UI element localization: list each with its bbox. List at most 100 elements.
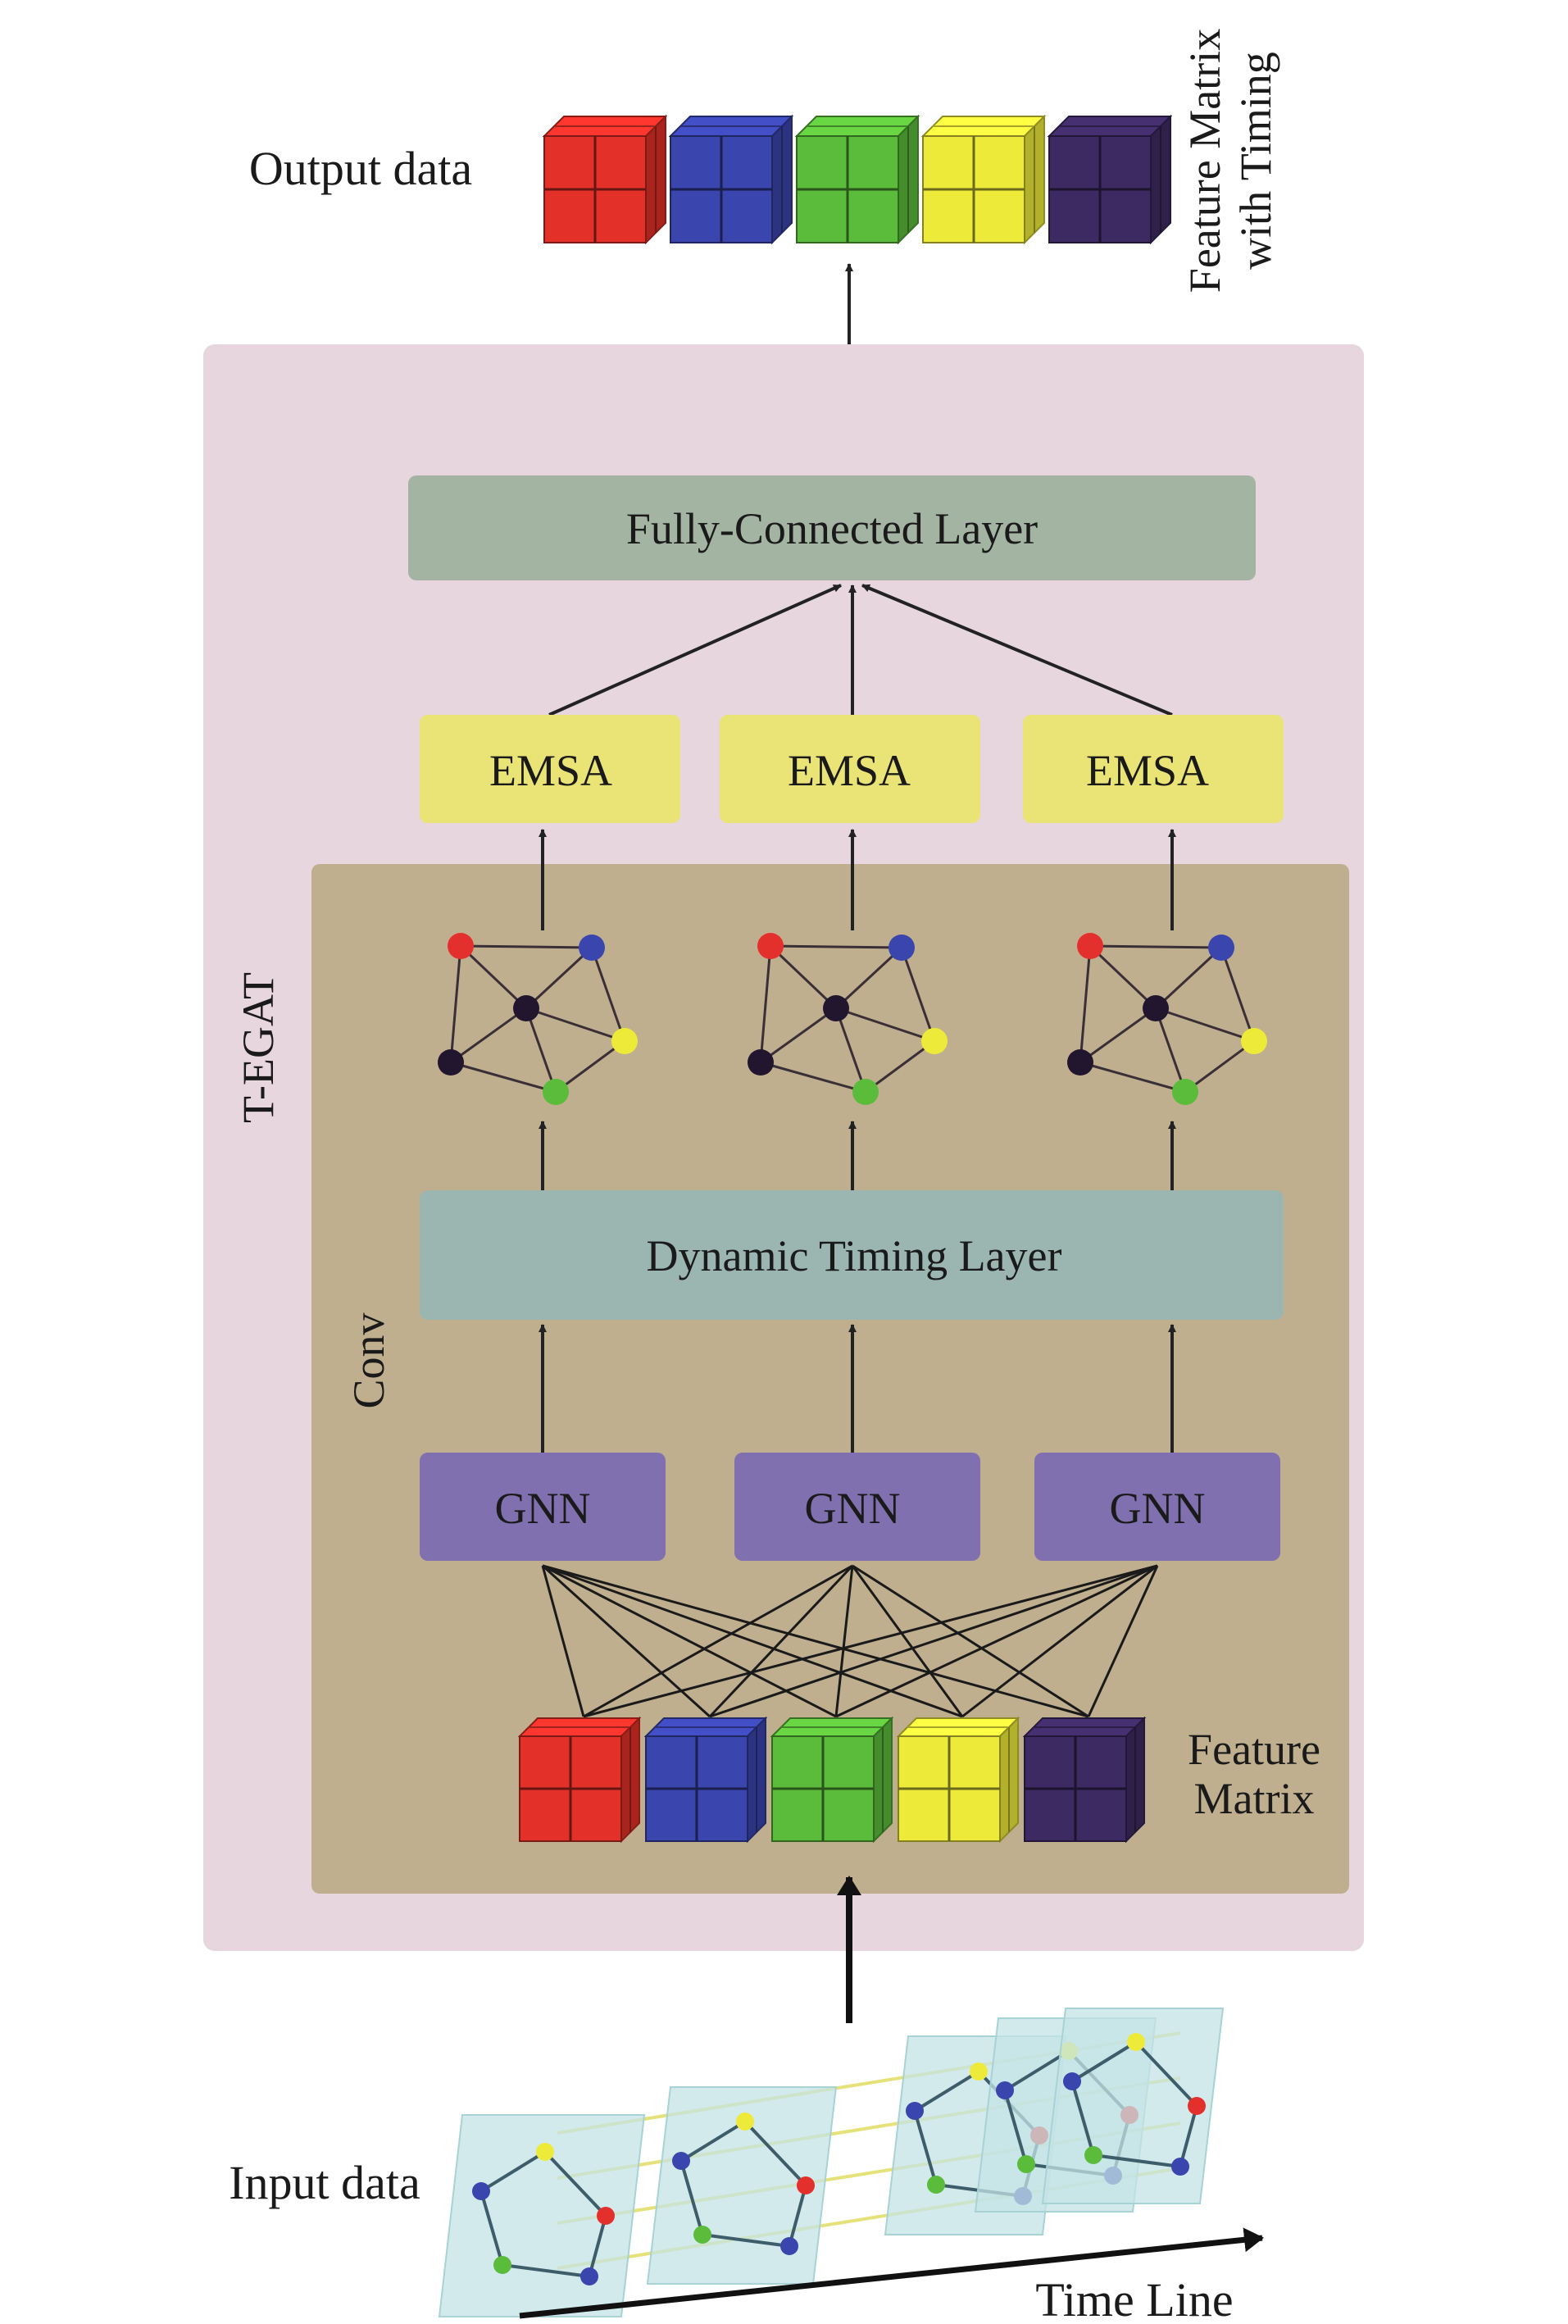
conv-panel: [311, 864, 1349, 1894]
output-cube-5: [1047, 114, 1173, 245]
connection-5-2: [852, 1564, 1089, 1718]
input-node-2-3: [780, 2237, 798, 2255]
matrix-to-gnn-connections: [541, 1564, 1159, 1718]
input-node-4-5: [996, 2081, 1014, 2099]
output-cube-1: [542, 114, 668, 245]
conv-label: Conv: [344, 1312, 393, 1408]
connection-2-3: [709, 1564, 1158, 1718]
input-node-2-4: [693, 2226, 711, 2244]
input-node-3-4: [927, 2176, 945, 2194]
dynamic-timing-layer-box: [420, 1190, 1284, 1320]
dynamic-timing-layer-label: Dynamic Timing Layer: [647, 1231, 1062, 1280]
gnn-label-2: GNN: [805, 1484, 901, 1533]
connection-4-1: [542, 1564, 963, 1718]
graph-node-1-2: [579, 935, 605, 961]
time-line-label: Time Line: [1035, 2273, 1233, 2324]
fully-connected-layer-label: Fully-Connected Layer: [626, 504, 1038, 553]
connection-5-3: [1087, 1565, 1159, 1717]
graph-node-3-5: [1067, 1049, 1093, 1076]
feature-matrix-label-line1: Feature: [1188, 1725, 1320, 1774]
output-feature-cubes: [542, 114, 1173, 245]
connection-2-2: [708, 1564, 854, 1718]
emsa-label-1: EMSA: [489, 746, 612, 795]
input-node-1-5: [472, 2182, 490, 2200]
attention-graph-1: [438, 933, 638, 1105]
graph-node-3-6: [1172, 1079, 1198, 1105]
input-graph-frame-2: [646, 2086, 838, 2285]
graph-node-2-3: [823, 995, 849, 1021]
fully-connected-layer-box: [408, 475, 1256, 580]
emsa-to-fc-arrow-3: [861, 584, 1173, 716]
graph-node-1-1: [448, 933, 474, 959]
input-graph-frame-5: [1041, 2008, 1225, 2204]
input-node-2-2: [797, 2176, 815, 2194]
output-cube-4: [920, 114, 1047, 245]
graph-node-3-1: [1077, 933, 1103, 959]
gnn-box-2: [734, 1453, 980, 1561]
input-node-1-1: [536, 2143, 554, 2161]
feature-matrix-label-line2: Matrix: [1194, 1774, 1315, 1823]
t-egat-label: T-EGAT: [234, 972, 283, 1123]
graph-node-1-3: [513, 995, 539, 1021]
input-node-1-3: [580, 2267, 598, 2285]
attention-graphs: [438, 933, 1267, 1105]
emsa-label-3: EMSA: [1086, 746, 1209, 795]
input-node-2-5: [672, 2152, 690, 2170]
connection-4-2: [851, 1565, 964, 1717]
feature-cube-3: [770, 1716, 894, 1844]
input-node-5-1: [1127, 2033, 1145, 2051]
connection-2-1: [541, 1564, 711, 1718]
gnn-label-3: GNN: [1110, 1484, 1206, 1533]
input-node-2-1: [736, 2113, 754, 2131]
gnn-box-1: [420, 1453, 666, 1561]
input-node-3-1: [970, 2062, 988, 2081]
input-data-label: Input data: [229, 2156, 420, 2209]
connection-1-2: [583, 1564, 853, 1718]
graph-node-2-6: [852, 1079, 879, 1105]
graph-node-1-4: [611, 1028, 638, 1054]
input-node-5-5: [1063, 2072, 1081, 2090]
feature-matrix-timing-label-line2: with Timing: [1231, 52, 1280, 270]
feature-cube-2: [643, 1716, 768, 1844]
output-data-label: Output data: [249, 142, 472, 195]
emsa-to-fc-arrow-1: [548, 584, 842, 716]
input-node-3-5: [906, 2102, 924, 2120]
attention-graph-3: [1067, 933, 1267, 1105]
connection-3-2: [834, 1565, 854, 1717]
graph-node-2-5: [748, 1049, 774, 1076]
gnn-box-3: [1034, 1453, 1280, 1561]
gnn-label-1: GNN: [495, 1484, 591, 1533]
connection-5-1: [542, 1564, 1089, 1718]
feature-cube-5: [1022, 1716, 1147, 1844]
input-node-5-3: [1171, 2158, 1189, 2176]
input-node-5-4: [1084, 2146, 1102, 2164]
attention-graph-2: [748, 933, 948, 1105]
output-cube-3: [794, 114, 920, 245]
connection-1-1: [541, 1565, 585, 1717]
time-line-arrow: [519, 2227, 1264, 2319]
input-node-1-2: [597, 2207, 615, 2225]
graph-node-3-4: [1241, 1028, 1267, 1054]
feature-cube-1: [517, 1716, 642, 1844]
graph-node-3-3: [1143, 995, 1169, 1021]
connection-3-1: [542, 1564, 837, 1718]
emsa-label-2: EMSA: [788, 746, 911, 795]
graph-node-2-4: [921, 1028, 948, 1054]
input-node-1-4: [493, 2256, 511, 2274]
connection-1-3: [583, 1564, 1158, 1718]
input-graph-frame-1: [438, 2114, 646, 2317]
graph-node-2-2: [889, 935, 915, 961]
feature-matrix-timing-label-line1: Feature Matrix: [1180, 29, 1229, 293]
input-node-5-2: [1188, 2097, 1206, 2115]
feature-matrix-cubes: [517, 1716, 1147, 1844]
emsa-box-1: [420, 715, 680, 823]
emsa-box-3: [1023, 715, 1284, 823]
graph-node-2-1: [757, 933, 784, 959]
output-cube-2: [668, 114, 794, 245]
graph-node-3-2: [1208, 935, 1234, 961]
graph-node-1-5: [438, 1049, 464, 1076]
graph-node-1-6: [543, 1079, 569, 1105]
input-node-4-4: [1017, 2155, 1035, 2173]
feature-cube-4: [896, 1716, 1020, 1844]
